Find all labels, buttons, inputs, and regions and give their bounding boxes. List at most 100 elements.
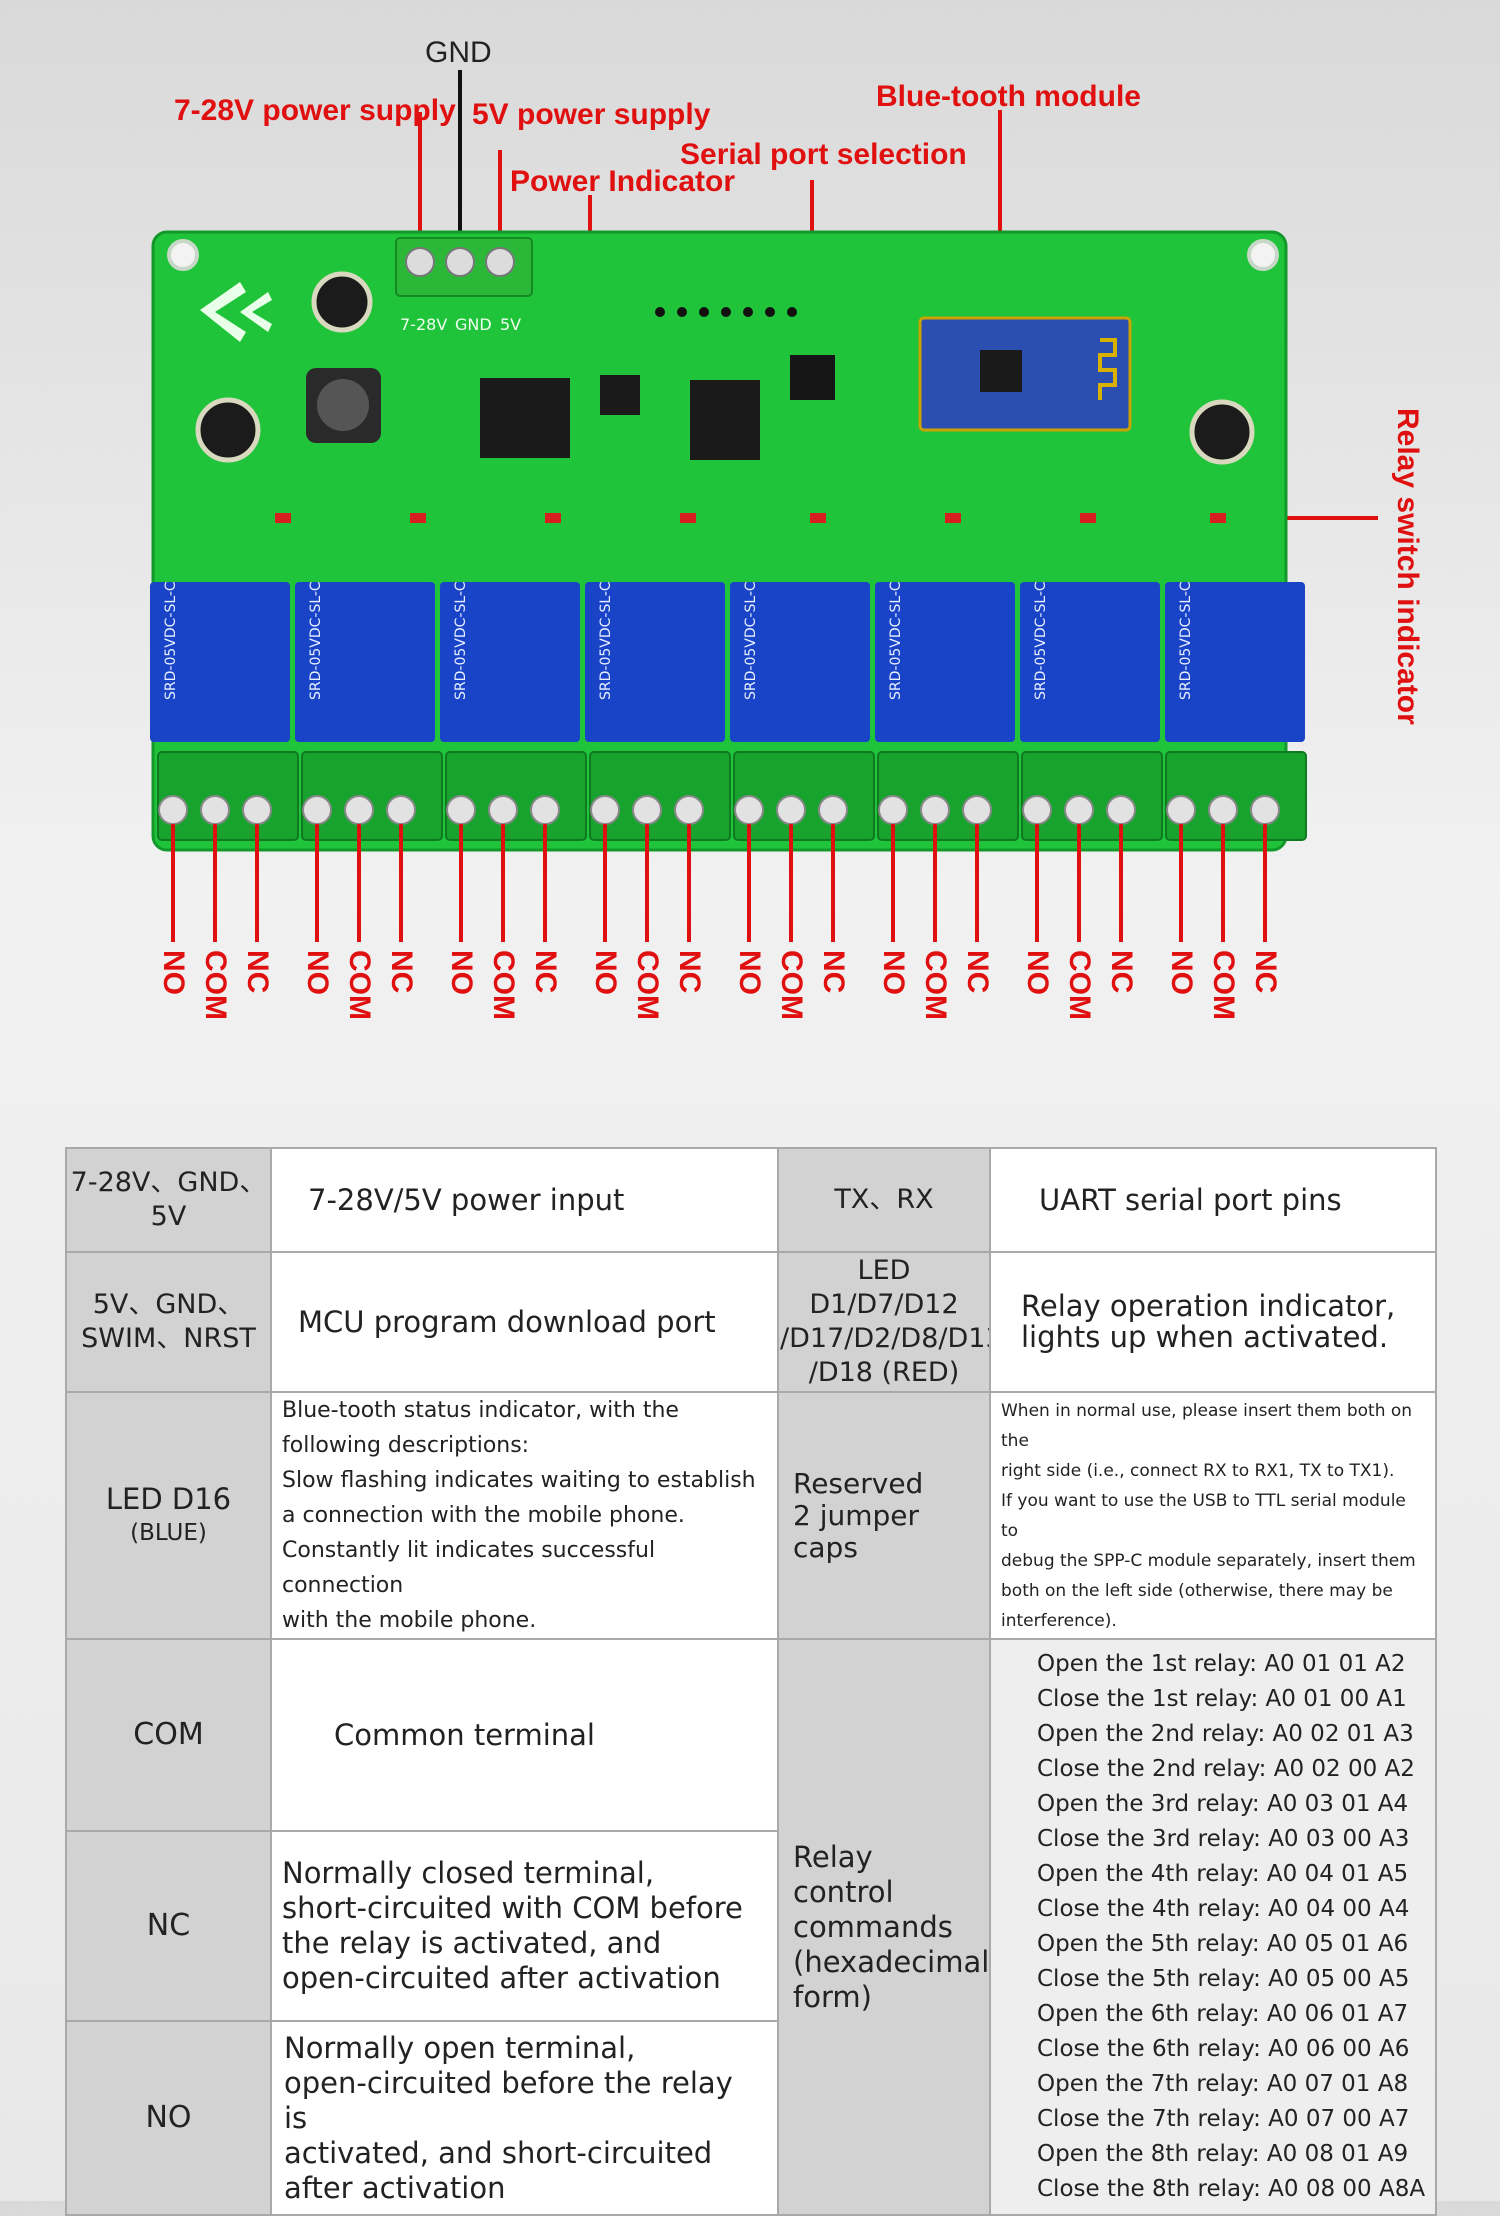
inductor-core	[317, 379, 369, 431]
terminal-label-no: NO	[733, 950, 766, 995]
terminal-label-com: COM	[631, 950, 664, 1020]
svg-text:SRD-05VDC-SL-C: SRD-05VDC-SL-C	[743, 581, 759, 700]
silk-gnd: GND	[455, 315, 492, 334]
key-com: COM	[65, 1638, 272, 1832]
terminal-label-no: NO	[589, 950, 622, 995]
mcu-chip	[690, 380, 760, 460]
svg-text:SRD-05VDC-SL-C: SRD-05VDC-SL-C	[163, 581, 179, 700]
header-pins	[655, 307, 797, 317]
terminal-screw	[734, 795, 764, 825]
callout-gnd: GND	[425, 36, 492, 69]
svg-text:SRD-05VDC-SL-C: SRD-05VDC-SL-C	[1178, 581, 1194, 700]
table-row: LED D16(BLUE) Blue-tooth status indicato…	[65, 1391, 1437, 1640]
val-no: Normally open terminal,open-circuited be…	[270, 2020, 779, 2216]
terminal-label-com: COM	[775, 950, 808, 1020]
terminal-label-nc: NC	[385, 950, 418, 994]
callout-serial-port-selection: Serial port selection	[680, 138, 967, 171]
terminal-screw	[386, 795, 416, 825]
val-com: Common terminal	[270, 1638, 779, 1832]
terminal-screw	[1208, 795, 1238, 825]
terminal-screw	[1022, 795, 1052, 825]
terminal-screw	[878, 795, 908, 825]
terminal-screw	[1250, 795, 1280, 825]
terminal-label-com: COM	[199, 950, 232, 1020]
relays	[150, 582, 1305, 742]
silk-5v: 5V	[500, 315, 521, 334]
key-relay-leds: LED D1/D7/D12/D17/D2/D8/D13/D18 (RED)	[777, 1251, 991, 1393]
terminal-label-no: NO	[445, 950, 478, 995]
bluetooth-module	[918, 316, 1132, 432]
svg-text:SRD-05VDC-SL-C: SRD-05VDC-SL-C	[308, 581, 324, 700]
bluetooth-chip	[980, 350, 1022, 392]
terminal-label-com: COM	[487, 950, 520, 1020]
terminal-label-com: COM	[1207, 950, 1240, 1020]
terminal-screw	[1166, 795, 1196, 825]
terminal-screw	[242, 795, 272, 825]
terminal-screw	[344, 795, 374, 825]
val-jumper-caps: When in normal use, please insert them b…	[989, 1391, 1437, 1640]
terminal-label-no: NO	[877, 950, 910, 995]
terminal-screw	[962, 795, 992, 825]
val-power-input: 7-28V/5V power input	[270, 1147, 779, 1253]
terminal-label-no: NO	[301, 950, 334, 995]
terminal-label-nc: NC	[241, 950, 274, 994]
terminal-screw	[818, 795, 848, 825]
terminal-screw	[674, 795, 704, 825]
terminal-label-com: COM	[1063, 950, 1096, 1020]
svg-text:SRD-05VDC-SL-C: SRD-05VDC-SL-C	[598, 581, 614, 700]
terminal-label-nc: NC	[1249, 950, 1282, 994]
callout-bluetooth-module: Blue-tooth module	[876, 80, 1141, 113]
svg-text:SRD-05VDC-SL-C: SRD-05VDC-SL-C	[1033, 581, 1049, 700]
capacitor-3	[1189, 399, 1255, 465]
power-terminal-screws	[405, 247, 515, 277]
small-chip-1	[600, 375, 640, 415]
board-illustration: 7-28V GND 5V	[150, 70, 1378, 942]
capacitor-1	[311, 271, 373, 333]
val-download-port: MCU program download port	[270, 1251, 779, 1393]
spec-table: 7-28V、GND、5V 7-28V/5V power input TX、RX …	[65, 1147, 1437, 2216]
regulator-chip	[480, 378, 570, 458]
jumper-caps	[790, 355, 835, 400]
key-no: NO	[65, 2020, 272, 2216]
table-row: NC Normally closed terminal,short-circui…	[65, 1830, 1436, 2022]
val-uart-pins: UART serial port pins	[989, 1147, 1437, 1253]
terminal-label-nc: NC	[529, 950, 562, 994]
terminal-screw	[158, 795, 188, 825]
terminal-label-nc: NC	[817, 950, 850, 994]
table-row: NO Normally open terminal,open-circuited…	[65, 2020, 1436, 2216]
terminal-screw	[632, 795, 662, 825]
terminal-screw	[590, 795, 620, 825]
terminal-label-com: COM	[343, 950, 376, 1020]
mount-hole-right	[1247, 239, 1279, 271]
key-power-pins: 7-28V、GND、5V	[65, 1147, 272, 1253]
terminal-screw	[1106, 795, 1136, 825]
key-led-d16: LED D16(BLUE)	[65, 1391, 272, 1640]
table-row: 5V、GND、SWIM、NRST MCU program download po…	[65, 1251, 1437, 1393]
key-tx-rx: TX、RX	[777, 1147, 991, 1253]
board-diagram: 7-28V GND 5V	[150, 36, 1424, 1020]
terminal-screw	[200, 795, 230, 825]
relay-labels: SRD-05VDC-SL-C SRD-05VDC-SL-C SRD-05VDC-…	[163, 581, 1194, 700]
terminal-label-no: NO	[157, 950, 190, 995]
terminal-label-no: NO	[1021, 950, 1054, 995]
terminal-label-no: NO	[1165, 950, 1198, 995]
terminal-label-nc: NC	[961, 950, 994, 994]
bluetooth-antenna	[1098, 338, 1117, 400]
terminal-screw	[446, 795, 476, 825]
key-download-pins: 5V、GND、SWIM、NRST	[65, 1251, 272, 1393]
output-wires	[171, 824, 1267, 942]
callout-relay-switch-indicator: Relay switch indicator	[1391, 408, 1424, 725]
terminal-label-com: COM	[919, 950, 952, 1020]
terminal-screw	[920, 795, 950, 825]
val-nc: Normally closed terminal,short-circuited…	[270, 1830, 779, 2022]
terminal-screw	[302, 795, 332, 825]
silk-7-28v: 7-28V	[400, 315, 447, 334]
terminal-screw	[530, 795, 560, 825]
mount-hole-left	[167, 239, 199, 271]
led-row	[275, 513, 1226, 523]
